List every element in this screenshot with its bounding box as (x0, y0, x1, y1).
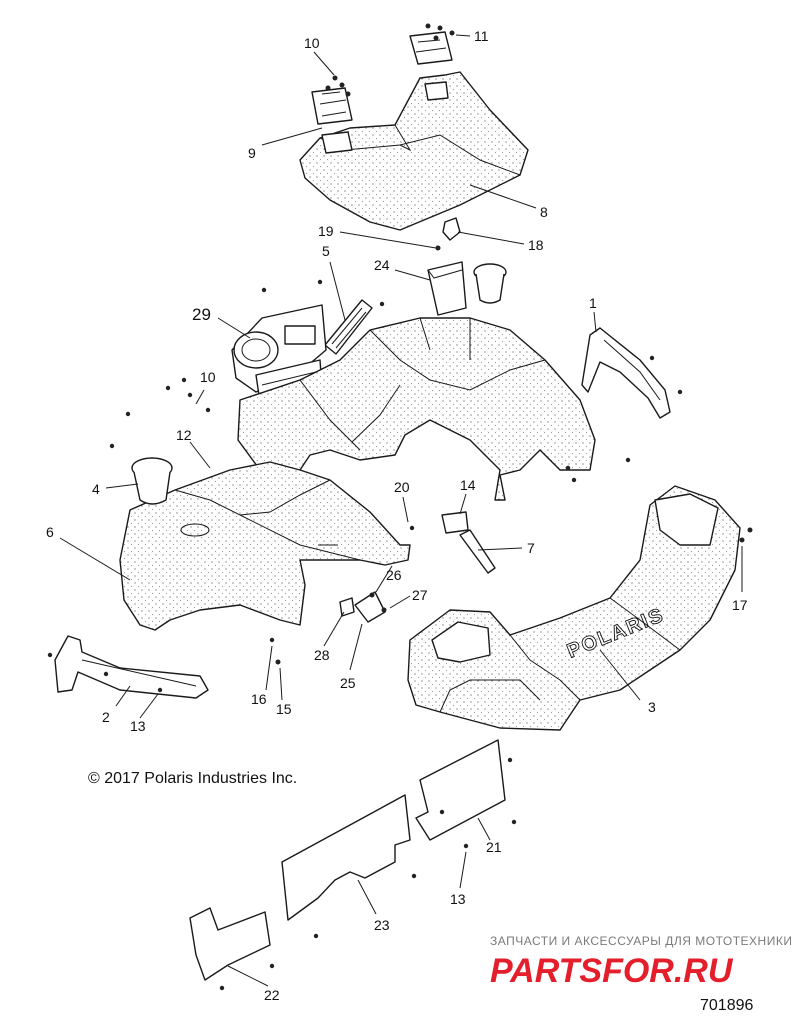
callout-27: 27 (412, 587, 428, 603)
side-rail-left (54, 635, 209, 699)
callout-26: 26 (386, 567, 402, 583)
callout-17: 17 (732, 597, 748, 613)
mount-clip (339, 591, 387, 623)
skid-panel-middle (281, 794, 411, 921)
callout-21: 21 (486, 839, 502, 855)
callout-23: 23 (374, 917, 390, 933)
fastener-set (47, 279, 683, 991)
cup-holder-rear (427, 261, 507, 316)
copyright-text: © 2017 Polaris Industries Inc. (88, 770, 297, 787)
callout-13: 13 (450, 891, 466, 907)
front-hood: POLARIS (407, 485, 741, 731)
screw (739, 537, 745, 543)
callout-9: 9 (248, 145, 256, 161)
vent-panel (324, 299, 373, 355)
callout-19: 19 (318, 223, 334, 239)
callout-24: 24 (374, 257, 390, 273)
latch (442, 217, 461, 241)
leader-lines (59, 34, 743, 987)
hinge-bracket-left (311, 75, 353, 125)
callout-16: 16 (251, 691, 267, 707)
hinge-plate-front (424, 81, 449, 101)
callout-13: 13 (130, 718, 146, 734)
watermark-tagline: ЗАПЧАСТИ И АКСЕССУАРЫ ДЛЯ МОТОТЕХНИКИ (490, 934, 792, 948)
callout-12: 12 (176, 427, 192, 443)
callout-5: 5 (322, 243, 330, 259)
callout-7: 7 (527, 540, 535, 556)
skid-panel-left (189, 907, 271, 981)
front-cab-panel (237, 317, 596, 501)
rear-fender-body (119, 461, 411, 631)
latch-screw (435, 245, 441, 251)
cup-holder-front (131, 457, 173, 505)
callout-22: 22 (264, 987, 280, 1003)
strap-bracket (441, 511, 496, 574)
callout-labels: 10 11 9 8 19 18 5 24 29 1 10 12 4 20 14 … (46, 28, 748, 1003)
side-support-right (581, 327, 671, 419)
callout-25: 25 (340, 675, 356, 691)
hinge-bracket-right (409, 23, 455, 65)
screw (747, 527, 753, 533)
callout-4: 4 (92, 481, 100, 497)
watermark-logo: PARTSFOR.RU (490, 952, 734, 990)
callout-11: 11 (474, 28, 489, 44)
skid-panel-right (415, 739, 506, 841)
callout-2: 2 (102, 709, 110, 725)
callout-1: 1 (589, 295, 597, 311)
callout-18: 18 (528, 237, 544, 253)
callout-6: 6 (46, 524, 54, 540)
callout-15: 15 (276, 701, 292, 717)
watermark: ЗАПЧАСТИ И АКСЕССУАРЫ ДЛЯ МОТОТЕХНИКИ PA… (490, 934, 792, 990)
callout-8: 8 (540, 204, 548, 220)
callout-28: 28 (314, 647, 330, 663)
callout-10: 10 (200, 369, 216, 385)
callout-14: 14 (460, 477, 476, 493)
callout-10: 10 (304, 35, 320, 51)
hinge-plate-rear (321, 131, 353, 154)
callout-3: 3 (648, 699, 656, 715)
figure-number: 701896 (700, 997, 753, 1014)
callout-20: 20 (394, 479, 410, 495)
callout-29: 29 (192, 305, 211, 324)
